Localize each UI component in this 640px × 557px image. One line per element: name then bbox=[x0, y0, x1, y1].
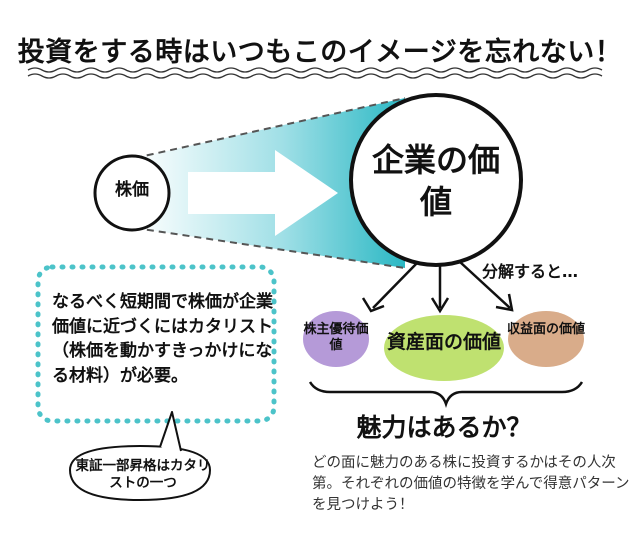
decompose-label: 分解すると… bbox=[482, 262, 579, 281]
earnings-value-label: 収益面の価値 bbox=[507, 322, 586, 337]
page-title: 投資をする時はいつもこのイメージを忘れない！ bbox=[17, 37, 623, 68]
speech-bubble-shape bbox=[68, 444, 212, 502]
earnings-value-ellipse bbox=[508, 311, 584, 367]
company-value-circle bbox=[349, 93, 523, 267]
note-box-border bbox=[35, 264, 277, 424]
shareholder-benefit-ellipse bbox=[303, 311, 369, 367]
description-text: どの面に魅力のある株に投資するかはその人次第。それぞれの価値の特徴を学んで得意パ… bbox=[312, 455, 630, 514]
speech-bubble-text: 東証一部昇格はカタリストの一つ bbox=[75, 458, 211, 491]
speech-bubble-tail bbox=[159, 411, 182, 452]
asset-value-label: 資産面の価値 bbox=[386, 331, 501, 353]
shareholder-benefit-label: 株主優待価値 bbox=[303, 322, 369, 354]
white-arrow bbox=[188, 150, 338, 236]
decompose-arrows bbox=[361, 261, 514, 314]
asset-value-ellipse bbox=[384, 315, 504, 381]
catalyst-note: なるべく短期間で株価が企業価値に近づくにはカタリスト（株価を動かすきっかけになる… bbox=[52, 292, 273, 386]
attractiveness-question: 魅力はあるか？ bbox=[356, 413, 532, 442]
cone-edge-bottom bbox=[134, 227, 406, 269]
cone-edge-top bbox=[134, 97, 406, 159]
grouping-bracket bbox=[308, 381, 584, 408]
title-wave-underline bbox=[27, 67, 603, 79]
stock-price-label: 株価 bbox=[115, 180, 149, 200]
company-value-label: 企業の価値 bbox=[371, 141, 500, 221]
stock-price-circle bbox=[93, 154, 171, 232]
